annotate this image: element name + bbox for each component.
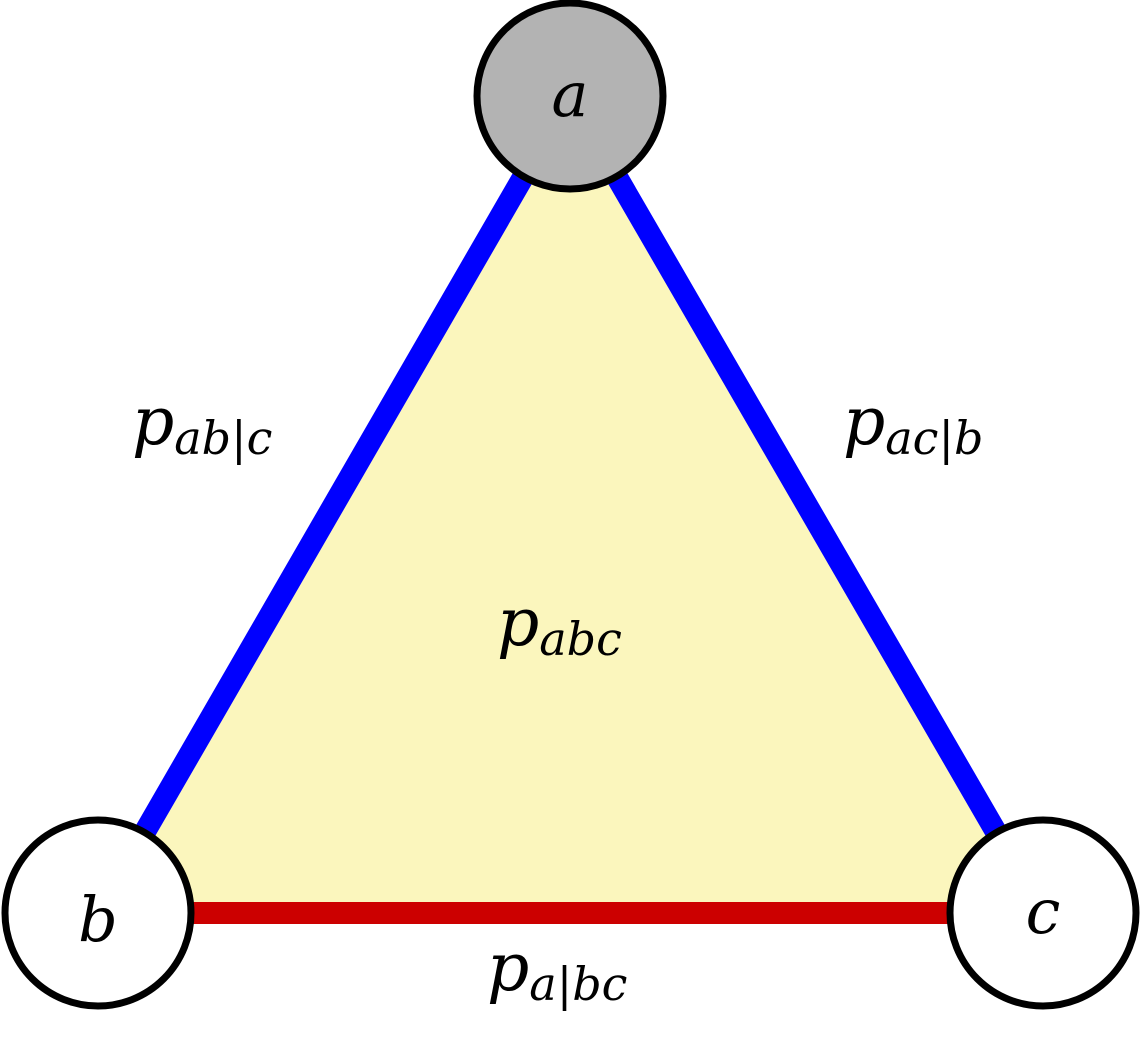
edge-ab bbox=[88, 90, 580, 919]
node-b-circle bbox=[1, 816, 195, 1010]
node-a: a bbox=[473, 0, 667, 193]
node-b: b bbox=[1, 816, 195, 1010]
label-edge-bc-main: p bbox=[487, 929, 529, 1006]
label-edge-ac-sub-left: ac bbox=[885, 411, 938, 465]
label-edge-ab-bar: | bbox=[231, 411, 247, 465]
label-edge-ac-bar: | bbox=[938, 411, 954, 465]
edge-ac bbox=[560, 90, 1053, 919]
node-c-circle bbox=[946, 816, 1140, 1010]
label-edge-bc: pa|bc bbox=[487, 929, 627, 1011]
label-edge-ab-sub-left: ab bbox=[174, 411, 231, 465]
node-a-label: a bbox=[552, 58, 589, 131]
label-center-sub: abc bbox=[539, 612, 622, 666]
label-edge-ab: pab|c bbox=[132, 383, 272, 465]
node-b-label: b bbox=[78, 883, 118, 956]
label-edge-bc-sub-right: bc bbox=[572, 957, 627, 1011]
triangle-region bbox=[98, 96, 1043, 913]
label-edge-ab-main: p bbox=[132, 383, 174, 460]
node-c: c bbox=[946, 816, 1140, 1010]
label-edge-ac-sub-right: b bbox=[954, 411, 983, 465]
label-edge-ac: pac|b bbox=[843, 383, 983, 465]
node-c-label: c bbox=[1026, 875, 1061, 948]
label-edge-bc-sub-left: a bbox=[529, 957, 556, 1011]
node-a-circle bbox=[473, 0, 667, 193]
label-edge-bc-bar: | bbox=[557, 957, 573, 1011]
label-center-main: p bbox=[497, 584, 539, 661]
label-edge-ac-main: p bbox=[843, 383, 885, 460]
label-edge-ab-sub-right: c bbox=[247, 411, 273, 465]
label-center: pabc bbox=[497, 584, 622, 666]
